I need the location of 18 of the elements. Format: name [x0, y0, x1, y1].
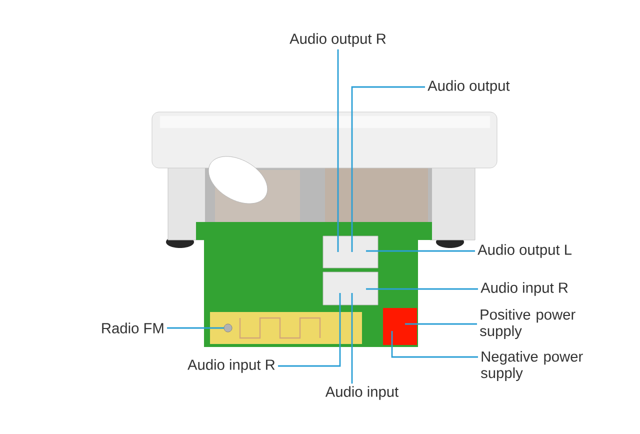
callout-label: Audio input R — [188, 359, 275, 373]
callout-label: Audio input R — [480, 282, 568, 296]
callout-label: Audio output R — [290, 33, 386, 47]
leader-line — [366, 288, 478, 290]
leader-line — [391, 331, 478, 358]
leader-line — [351, 86, 425, 252]
leader-line — [351, 293, 353, 384]
leader-line — [366, 250, 475, 252]
callout-label: Radio FM — [102, 322, 164, 334]
leader-line — [405, 323, 477, 325]
callout-label: Negative power supply — [480, 350, 583, 382]
callout-label: Audio output L — [478, 244, 572, 258]
leader-line — [337, 49, 339, 252]
callout-label: Audio output — [428, 80, 510, 94]
callout-label: Audio input — [325, 386, 398, 400]
leader-line — [278, 293, 341, 367]
callout-label: Positive power supply — [480, 308, 576, 340]
leader-line — [167, 327, 224, 329]
